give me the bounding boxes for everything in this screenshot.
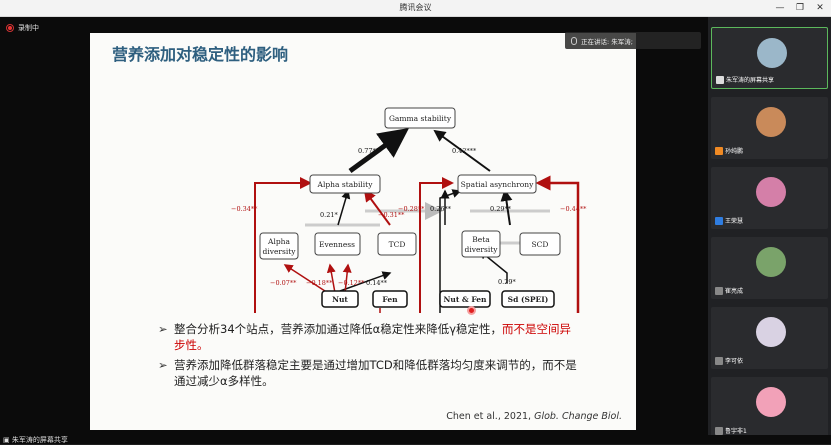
restore-button[interactable]: ❐ [795,3,805,13]
participants-sidebar: 朱军涛的屏幕共享 孙纯鹏 王荣慧 崔亮成 李可依 鲁宇非1 [708,17,831,439]
node-beta-diversity-l2: diversity [465,245,499,254]
coef-neg018: −0.18** [306,279,333,287]
coef-029: 0.29** [490,205,512,213]
slide-title: 营养添加对稳定性的影响 [112,45,289,64]
node-tcd: TCD [389,240,406,249]
node-beta-diversity-l1: Beta [472,235,490,244]
recording-indicator[interactable]: 录制中 [6,22,39,34]
mic-muted-icon [715,426,723,435]
avatar [756,317,786,347]
bullet-item-2: ➢ 营养添加降低群落稳定主要是通过增加TCD和降低群落均匀度来调节的，而不是通过… [158,357,578,389]
close-button[interactable]: ✕ [816,3,824,13]
coef-029b: 0.29* [498,278,516,286]
coef-014: 0.14** [366,279,388,287]
node-alpha-stability: Alpha stability [317,180,374,189]
bottom-share-bar: ▣ 朱军涛的屏幕共享 [0,435,831,444]
node-sd-spei: Sd (SPEI) [508,295,549,304]
laser-pointer-icon [467,306,476,315]
citation-authors: Chen et al., 2021, [446,411,535,422]
participant-name: 崔亮成 [725,288,744,295]
significant-positive-paths [337,128,513,313]
participant-tile[interactable]: 鲁宇非1 [711,377,828,439]
significant-negative-paths [254,175,580,313]
window-titlebar: 腾讯会议 — ❐ ✕ [0,0,831,17]
node-alpha-diversity-l1: Alpha [267,237,290,246]
bullet-arrow-icon: ➢ [158,358,168,372]
active-speaker-label: 正在讲话: 朱军涛; [581,37,633,46]
avatar [757,38,787,68]
node-fen: Fen [382,295,398,304]
bullet-item-1: ➢ 整合分析34个站点，营养添加通过降低α稳定性来降低γ稳定性，而不是空间异步性… [158,321,578,353]
user-icon [715,216,723,225]
diagram-nodes: Gamma stability Alpha stability Spatial … [259,107,561,308]
participant-tile[interactable]: 李可依 [711,307,828,369]
participant-name: 李可依 [725,358,744,365]
participant-name: 王荣慧 [725,218,744,225]
bullet-1-text: 整合分析34个站点，营养添加通过降低α稳定性来降低γ稳定性， [174,322,503,336]
bottom-share-label: 朱军涛的屏幕共享 [11,436,68,444]
screen-share-icon [716,75,724,84]
coef-neg034: −0.34** [231,205,258,213]
coef-021: 0.21* [320,211,338,219]
mic-muted-icon [715,286,723,295]
coef-neg028: −0.28** [398,205,425,213]
active-speaker-tag: 正在讲话: 朱军涛; [565,32,701,49]
avatar [756,247,786,277]
presentation-slide: 营养添加对稳定性的影响 [90,33,636,430]
bullet-1-highlight: 而不是空间异步性。 [174,322,572,352]
avatar [756,177,786,207]
sem-path-diagram: Gamma stability Alpha stability Spatial … [231,107,587,313]
window-title: 腾讯会议 [399,3,432,12]
participant-tile[interactable]: 王荣慧 [711,167,828,229]
microphone-icon [571,36,577,45]
user-icon [715,146,723,155]
participant-tile[interactable]: 崔亮成 [711,237,828,299]
bullet-arrow-icon: ➢ [158,322,168,336]
bullet-2-text: 营养添加降低群落稳定主要是通过增加TCD和降低群落均匀度来调节的，而不是通过减少… [174,358,577,388]
citation-journal: Glob. Change Biol. [534,411,622,422]
avatar [756,107,786,137]
participant-tile[interactable]: 孙纯鹏 [711,97,828,159]
coef-neg031: −0.31** [378,211,405,219]
participant-name: 孙纯鹏 [725,148,744,155]
coef-077: 0.77*** [358,147,383,155]
participant-name: 朱军涛的屏幕共享 [726,77,775,84]
coef-neg044: −0.44** [560,205,587,213]
coef-neg012: −0.12** [338,279,365,287]
participant-tile[interactable]: 朱军涛的屏幕共享 [711,27,828,89]
coef-neg007: −0.07** [270,279,297,287]
node-scd: SCD [532,240,549,249]
coef-042: 0.42*** [452,147,477,155]
node-nut: Nut [332,295,348,304]
node-evenness: Evenness [319,240,355,249]
node-nut-fen: Nut & Fen [444,295,487,304]
node-spatial-asynchrony: Spatial asynchrony [461,180,534,189]
node-alpha-diversity-l2: diversity [263,247,297,256]
mic-muted-icon [715,356,723,365]
recording-label: 录制中 [18,24,39,32]
avatar [756,387,786,417]
slide-citation: Chen et al., 2021, Glob. Change Biol. [446,411,622,422]
screen-share-icon: ▣ [3,436,10,444]
record-icon [6,24,14,32]
participant-name: 鲁宇非1 [725,428,747,435]
path-coefficients: 0.77*** 0.42*** −0.34** 0.21* −0.31** −0… [231,147,587,287]
slide-bullets: ➢ 整合分析34个站点，营养添加通过降低α稳定性来降低γ稳定性，而不是空间异步性… [158,321,578,393]
minimize-button[interactable]: — [775,3,785,13]
coef-026: 0.26** [430,205,452,213]
node-gamma-stability: Gamma stability [389,114,452,123]
